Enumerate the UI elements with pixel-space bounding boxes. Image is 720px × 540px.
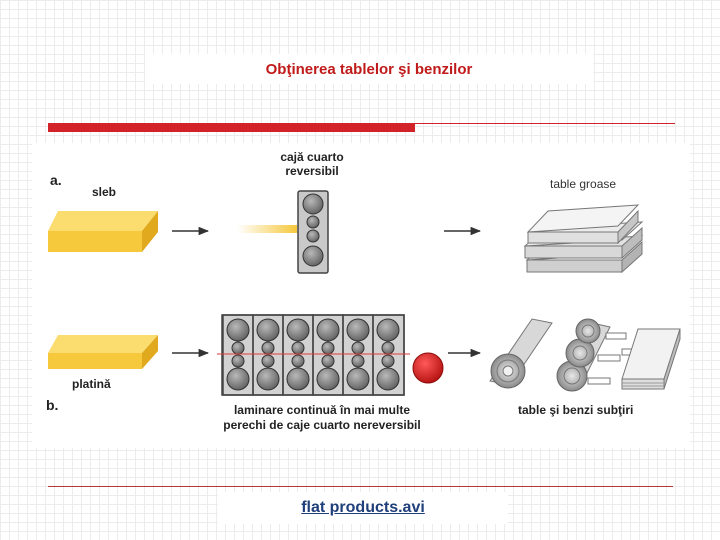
rolling-diagram-graphic [48, 190, 681, 396]
thin-sheet-stack [621, 328, 681, 390]
rolling-diagram: a. sleb cajă cuarto reversibil table gro… [32, 143, 690, 448]
continuous-mill [217, 314, 410, 396]
slab-label: sleb [92, 185, 117, 199]
footer-divider [48, 486, 673, 487]
reversing-stand-label-2: reversibil [285, 164, 339, 178]
thick-sheet-stack [523, 204, 644, 274]
plate-label: platină [72, 377, 111, 391]
continuous-label-2: perechi de caje cuarto nereversibil [223, 418, 421, 432]
slab-beam [237, 225, 297, 233]
video-link[interactable]: flat products.avi [301, 499, 425, 516]
video-link-box: flat products.avi [218, 492, 508, 524]
thick-sheets-label: table groase [550, 177, 617, 191]
label-a: a. [50, 172, 62, 188]
plate-shape [48, 335, 158, 369]
thin-sheets-label: table şi benzi subţiri [518, 403, 634, 417]
reversing-stand [297, 190, 329, 274]
title-underline-line [415, 123, 675, 124]
continuous-label-1: laminare continuă în mai multe [233, 403, 411, 417]
title-underline-bar [48, 123, 415, 132]
hot-coil-ball [412, 352, 444, 384]
label-b: b. [46, 397, 59, 413]
slide-title: Obţinerea tablelor şi benzilor [145, 54, 593, 84]
slab-shape [48, 211, 158, 252]
reversing-stand-label-1: cajă cuarto [280, 150, 344, 164]
